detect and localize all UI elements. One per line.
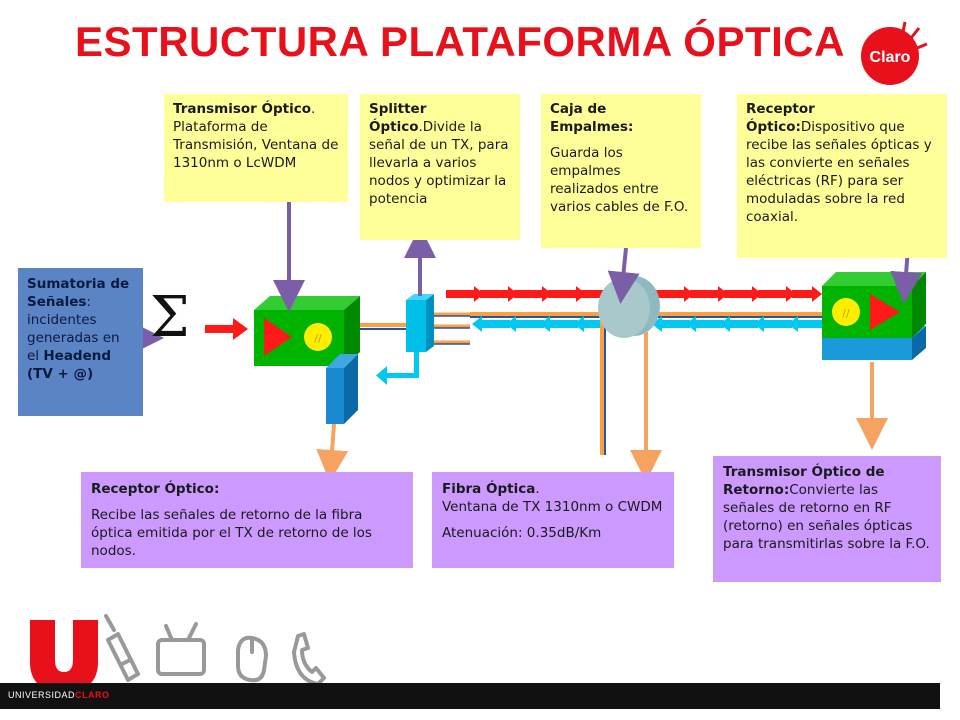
- fibra-title: Fibra Óptica: [442, 481, 536, 497]
- university-u-logo: [30, 620, 98, 692]
- transmisor-retorno-title: Transmisor Óptico de Retorno:: [723, 464, 885, 498]
- receptor-top-text: Dispositivo que recibe las señales óptic…: [746, 119, 932, 225]
- forward-signal-arrows: [446, 286, 822, 302]
- splice-box-device: [598, 276, 660, 455]
- optical-splitter-device: [376, 294, 470, 385]
- transmisor-text: . Plataforma de Transmisión, Ventana de …: [173, 101, 339, 171]
- page-title: ESTRUCTURA PLATAFORMA ÓPTICA: [75, 18, 845, 65]
- fibra-dot: .: [535, 481, 540, 497]
- footer-brand: UNIVERSIDADCLARO: [8, 690, 110, 700]
- orange-pointers: [316, 332, 888, 482]
- svg-text://: //: [842, 307, 850, 320]
- caja-title: Caja de Empalmes:: [550, 101, 634, 135]
- note-splitter-optico: Splitter Óptico.Divide la señal de un TX…: [360, 94, 520, 240]
- optical-receiver-device-right: //: [822, 272, 926, 360]
- note-caja-empalmes: Caja de Empalmes: Guarda los empalmes re…: [541, 94, 701, 248]
- sumatoria-title: Sumatoria de Señales: [27, 276, 130, 310]
- mouse-icon: [236, 635, 268, 683]
- mobile-phone-icon: [104, 614, 140, 682]
- note-receptor-optico-top: Receptor Óptico:Dispositivo que recibe l…: [737, 94, 947, 258]
- note-transmisor-retorno: Transmisor Óptico de Retorno:Convierte l…: [713, 456, 941, 582]
- note-sumatoria: Sumatoria de Señales: incidentes generad…: [18, 268, 143, 416]
- splitter-text: .Divide la señal de un TX, para llevarla…: [369, 119, 509, 207]
- fibra-line2: Ventana de TX 1310nm o CWDM: [442, 499, 663, 515]
- telephone-handset-icon: [292, 632, 326, 686]
- fiber-tx-to-splitter: [360, 323, 408, 330]
- footer-brand-name: CLARO: [75, 690, 110, 700]
- optical-receiver-device-left: [326, 354, 358, 424]
- input-signal-arrow: [205, 318, 248, 340]
- sumatoria-headend: Headend (TV + @): [27, 348, 112, 382]
- note-receptor-optico-bottom: Receptor Óptico: Recibe las señales de r…: [81, 472, 413, 568]
- receptor-bottom-text: Recibe las señales de retorno de la fibr…: [91, 507, 372, 559]
- logo-text: Claro: [870, 49, 911, 66]
- splitter-title: Splitter Óptico: [369, 101, 427, 135]
- television-icon: [156, 622, 206, 676]
- sigma-symbol: Σ: [150, 285, 190, 350]
- transmisor-retorno-text: Convierte las señales de retorno en RF (…: [723, 482, 930, 552]
- svg-text://: //: [314, 332, 322, 345]
- receptor-bottom-title: Receptor Óptico:: [91, 481, 220, 497]
- return-signal-arrows: [472, 316, 822, 332]
- note-fibra-optica: Fibra Óptica. Ventana de TX 1310nm o CWD…: [432, 472, 674, 568]
- caja-text: Guarda los empalmes realizados entre var…: [550, 145, 689, 215]
- footer-bar: [0, 683, 940, 709]
- fibra-line3: Atenuación: 0.35dB/Km: [442, 525, 602, 541]
- transmisor-title: Transmisor Óptico: [173, 101, 311, 117]
- footer-prefix: UNIVERSIDAD: [8, 690, 76, 700]
- sumatoria-text: : incidentes generadas en el: [27, 294, 120, 364]
- note-transmisor-optico: Transmisor Óptico. Plataforma de Transmi…: [164, 94, 348, 202]
- receptor-top-title: Receptor Óptico:: [746, 101, 815, 135]
- claro-logo: Claro: [861, 21, 928, 85]
